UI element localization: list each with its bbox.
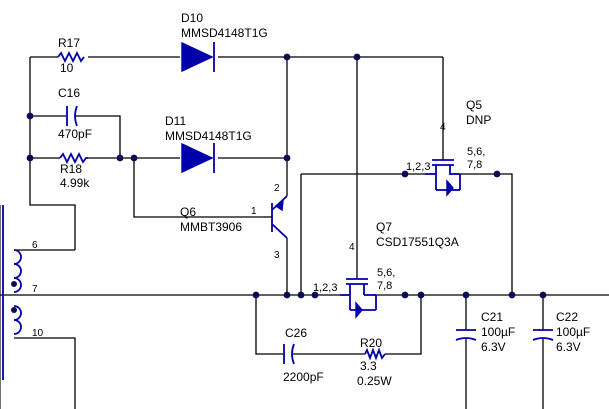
c21-voltage: 6.3V bbox=[481, 340, 506, 354]
r18-ref: R18 bbox=[60, 162, 82, 176]
r17-value: 10 bbox=[60, 61, 74, 75]
capacitor-c16: C16 470pF bbox=[58, 86, 92, 141]
q5-pin-drain-b: 7,8 bbox=[467, 159, 482, 171]
diode-d10: D10 MMSD4148T1G bbox=[181, 11, 268, 73]
junction-dots bbox=[26, 53, 547, 299]
wires bbox=[0, 56, 609, 409]
q6-ref: Q6 bbox=[180, 205, 196, 219]
transformer-pin-7: 7 bbox=[32, 284, 38, 295]
r17-ref: R17 bbox=[58, 36, 80, 50]
capacitor-c26: C26 2200pF bbox=[283, 326, 324, 384]
c22-voltage: 6.3V bbox=[556, 340, 581, 354]
transformer-pin-10: 10 bbox=[32, 328, 44, 339]
capacitor-c21: C21 100µF 6.3V bbox=[455, 310, 515, 354]
d11-value: MMSD4148T1G bbox=[165, 129, 252, 143]
resistor-r17: R17 10 bbox=[57, 36, 85, 75]
q7-pin-drain-a: 5,6, bbox=[377, 267, 395, 279]
q5-pin-source: 1,2,3 bbox=[406, 161, 430, 173]
r20-ref: R20 bbox=[360, 336, 382, 350]
q6-pin-base: 1 bbox=[251, 206, 257, 217]
transformer: 6 7 10 bbox=[2, 205, 44, 380]
diode-d11: D11 MMSD4148T1G bbox=[165, 114, 252, 174]
transistor-q6: 1 2 3 Q6 MMBT3906 bbox=[180, 182, 288, 261]
q5-pin-gate: 4 bbox=[440, 122, 446, 133]
q7-pin-source: 1,2,3 bbox=[313, 282, 337, 294]
q6-pin-collector: 3 bbox=[274, 250, 280, 261]
transformer-pin-6: 6 bbox=[32, 240, 38, 251]
c22-value: 100µF bbox=[556, 325, 590, 339]
d11-ref: D11 bbox=[165, 114, 186, 128]
c26-value: 2200pF bbox=[283, 370, 324, 384]
c21-ref: C21 bbox=[481, 310, 503, 324]
r20-power: 0.25W bbox=[357, 374, 392, 388]
resistor-r18: R18 4.99k bbox=[59, 151, 90, 190]
q6-pin-emitter: 2 bbox=[274, 183, 280, 194]
c21-value: 100µF bbox=[481, 325, 515, 339]
q5-ref: Q5 bbox=[466, 98, 482, 112]
c26-ref: C26 bbox=[285, 326, 307, 340]
q6-value: MMBT3906 bbox=[180, 220, 242, 234]
q7-value: CSD17551Q3A bbox=[376, 235, 459, 249]
q5-pin-drain-a: 5,6, bbox=[467, 146, 485, 158]
mosfet-q7: 4 1,2,3 5,6, 7,8 Q7 CSD17551Q3A bbox=[313, 220, 459, 319]
q7-ref: Q7 bbox=[376, 220, 392, 234]
mosfet-q5: 4 1,2,3 5,6, 7,8 Q5 DNP bbox=[406, 98, 491, 197]
q5-value: DNP bbox=[466, 113, 491, 127]
d10-ref: D10 bbox=[181, 11, 203, 25]
r20-value: 3.3 bbox=[360, 359, 377, 373]
c16-value: 470pF bbox=[58, 127, 92, 141]
resistor-r20: R20 3.3 0.25W bbox=[357, 336, 392, 388]
capacitor-c22: C22 100µF 6.3V bbox=[532, 310, 590, 354]
c22-ref: C22 bbox=[556, 310, 578, 324]
q7-pin-gate: 4 bbox=[349, 242, 355, 253]
r18-value: 4.99k bbox=[60, 176, 90, 190]
d10-value: MMSD4148T1G bbox=[181, 26, 268, 40]
c16-ref: C16 bbox=[58, 86, 80, 100]
q7-pin-drain-b: 7,8 bbox=[377, 280, 392, 292]
